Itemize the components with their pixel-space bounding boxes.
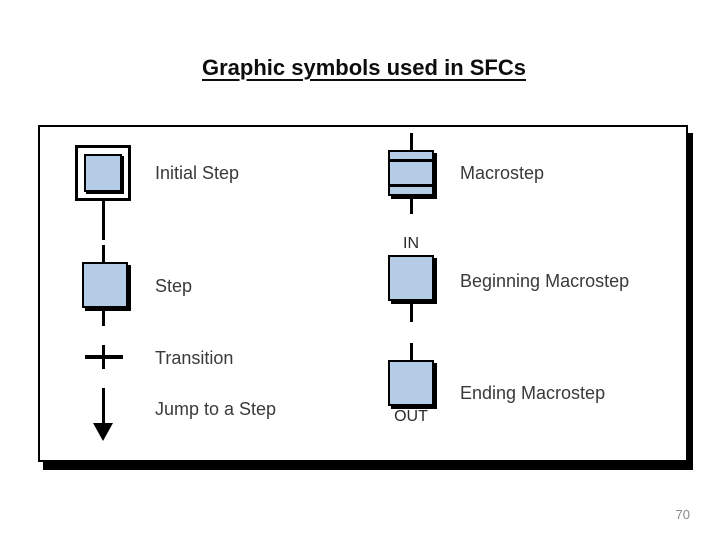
beginning-macrostep-label: Beginning Macrostep xyxy=(460,271,630,291)
step-label: Step xyxy=(155,276,193,296)
macrostep-bottom-band xyxy=(390,184,432,187)
out-port-label: OUT xyxy=(394,408,428,425)
macrostep-stem-bottom xyxy=(410,196,413,214)
initial-step-label: Initial Step xyxy=(155,163,240,183)
beginning-macrostep-symbol xyxy=(388,255,434,301)
ending-macrostep-stem xyxy=(410,343,413,360)
in-port-label: IN xyxy=(403,235,419,252)
macrostep-top-band xyxy=(390,159,432,162)
slide-title: Graphic symbols used in SFCs xyxy=(202,55,526,80)
jump-arrow-shaft xyxy=(102,388,105,424)
step-stem-top xyxy=(102,245,105,262)
jump-to-step-label: Jump to a Step xyxy=(155,399,277,419)
step-symbol xyxy=(82,262,128,308)
legend-panel: Initial Step Step Transition Jump to a S… xyxy=(38,125,688,462)
macrostep-stem-top xyxy=(410,133,413,150)
ending-macrostep-label: Ending Macrostep xyxy=(460,383,606,403)
initial-step-symbol xyxy=(75,145,131,201)
page-number: 70 xyxy=(675,507,690,522)
transition-label: Transition xyxy=(155,348,234,368)
macrostep-symbol xyxy=(388,150,434,196)
transition-symbol-crossbar xyxy=(85,355,123,359)
macrostep-label: Macrostep xyxy=(460,163,545,183)
step-stem-bottom xyxy=(102,308,105,326)
initial-step-inner-square xyxy=(84,154,122,192)
jump-arrow-head-icon xyxy=(93,423,113,441)
ending-macrostep-symbol xyxy=(388,360,434,406)
initial-step-stem xyxy=(102,201,105,240)
beginning-macrostep-stem xyxy=(410,301,413,322)
